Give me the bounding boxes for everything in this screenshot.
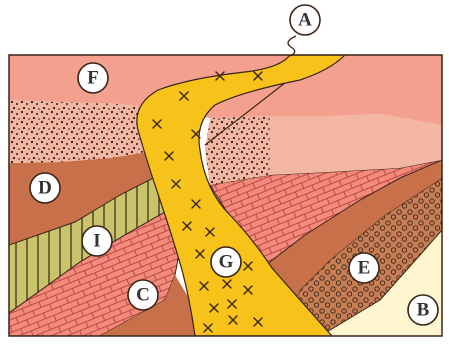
label-a: A xyxy=(290,5,320,35)
label-f: F xyxy=(78,63,108,93)
label-e: E xyxy=(349,253,379,283)
label-c: C xyxy=(128,280,158,310)
label-c-text: C xyxy=(136,285,150,306)
label-a-text: A xyxy=(298,10,312,31)
label-a-leader xyxy=(288,36,296,56)
label-i-text: I xyxy=(93,231,100,252)
sand-layer-right-dots xyxy=(205,116,270,185)
label-i: I xyxy=(82,226,112,256)
label-e-text: E xyxy=(358,258,371,279)
sand-layer xyxy=(9,100,158,163)
strata-group xyxy=(9,55,442,336)
label-b-text: B xyxy=(417,300,430,321)
label-g: G xyxy=(211,247,241,277)
label-f-text: F xyxy=(87,68,99,89)
label-g-text: G xyxy=(219,252,234,273)
label-b: B xyxy=(408,295,438,325)
label-d-text: D xyxy=(38,178,52,199)
label-d: D xyxy=(30,173,60,203)
